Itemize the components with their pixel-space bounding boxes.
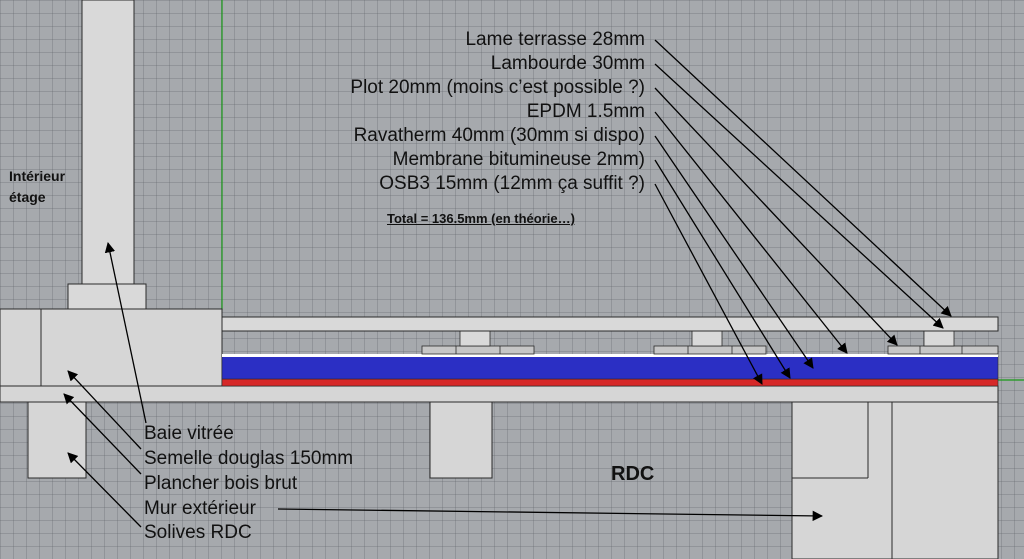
arrow-lambourde: [654, 63, 944, 329]
label-membrane: Membrane bitumineuse 2mm): [392, 149, 645, 170]
plot-3: [887, 330, 999, 355]
label-ravatherm: Ravatherm 40mm (30mm si dispo): [353, 125, 645, 146]
label-lambourde: Lambourde 30mm: [490, 53, 645, 74]
label-plot: Plot 20mm (moins c’est possible ?): [350, 77, 645, 98]
arrow-epdm: [654, 111, 848, 354]
arrow-osb3: [654, 183, 763, 385]
arrow-lame-terrasse: [654, 39, 952, 317]
arrow-semelle: [67, 370, 142, 450]
label-lame-terrasse: Lame terrasse 28mm: [465, 29, 645, 50]
arrow-solives: [67, 452, 142, 528]
plot-1: [421, 330, 535, 355]
lame-terrasse: [221, 316, 999, 332]
solive-middle: [429, 401, 493, 479]
total-label: Total = 136.5mm (en théorie…): [387, 211, 575, 226]
epdm-layer: [222, 354, 998, 357]
label-osb3: OSB3 15mm (12mm ça suffit ?): [379, 173, 645, 194]
osb3-layer: [221, 378, 999, 387]
arrow-ravatherm: [654, 135, 814, 369]
arrow-baie-vitree: [104, 241, 147, 424]
window-sill: [67, 283, 147, 310]
label-mur-exterieur: Mur extérieur: [144, 498, 256, 519]
label-baie-vitree: Baie vitrée: [144, 423, 234, 444]
arrow-plancher: [63, 393, 142, 475]
plancher-bois-brut: [0, 385, 999, 403]
mur-exterieur: [791, 401, 999, 559]
label-plancher-bois-brut: Plancher bois brut: [144, 473, 298, 494]
plot-2: [653, 330, 767, 355]
interieur-label-line2: étage: [9, 189, 46, 205]
arrow-mur-exterieur: [277, 508, 824, 522]
label-semelle-douglas: Semelle douglas 150mm: [144, 448, 354, 469]
window-frame: [81, 0, 135, 285]
semelle-douglas: [0, 308, 223, 387]
arrow-plot: [654, 87, 898, 346]
arrow-membrane: [654, 159, 791, 379]
interieur-label-line1: Intérieur: [9, 168, 66, 184]
ravatherm-layer: [221, 355, 999, 380]
label-solives-rdc: Solives RDC: [144, 522, 252, 543]
rdc-label: RDC: [611, 463, 655, 485]
solive-left: [27, 401, 87, 479]
label-epdm: EPDM 1.5mm: [526, 101, 645, 122]
